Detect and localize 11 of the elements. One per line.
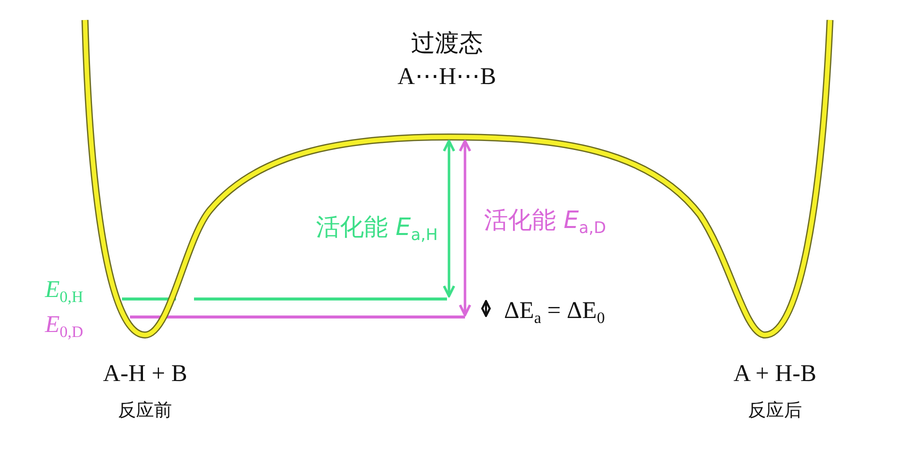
reactant-label: A-H + B — [103, 362, 188, 386]
transition-state-formula: A⋯H⋯B — [398, 65, 496, 89]
activation-energy-label: 活化能 E$_{a,H}$ — [316, 215, 438, 243]
product-label: A + H-B — [734, 362, 816, 386]
caption-label: 反应后 — [748, 402, 802, 420]
energy-level-label: E$_{0,H}$ — [45, 278, 84, 306]
energy-level-label: E$_{0,D}$ — [45, 313, 84, 341]
energy-difference-label: ΔE$_{a}$ = ΔE$_{0}$ — [504, 299, 605, 327]
activation-energy-label: 活化能 E$_{a,D}$ — [484, 208, 606, 236]
transition-state-label: 过渡态 — [411, 31, 483, 55]
caption-label: 反应前 — [118, 402, 172, 420]
